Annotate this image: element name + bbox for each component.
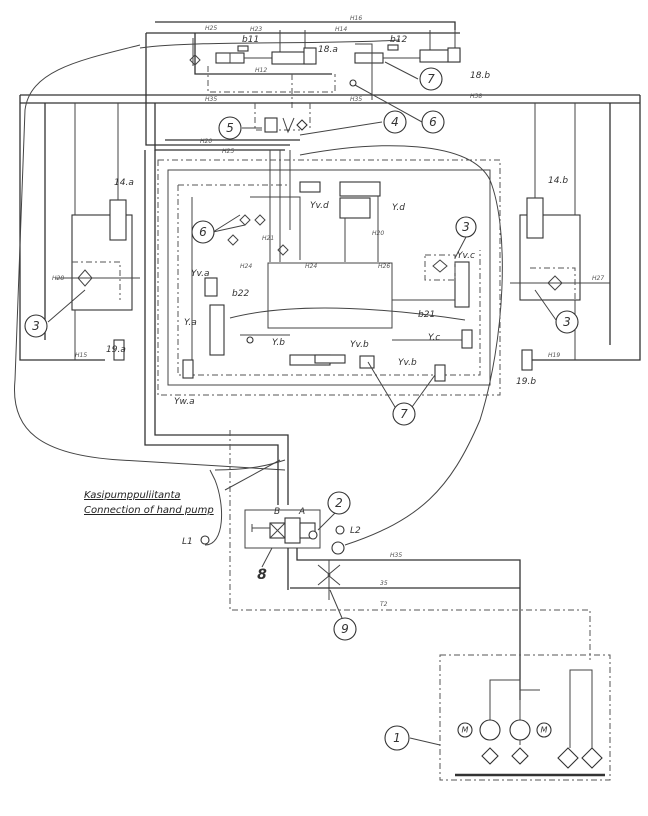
callout-2: 2 <box>327 491 351 515</box>
svg-text:M: M <box>462 726 469 735</box>
control-line-right-loop <box>299 145 503 546</box>
callout-7-top: 7 <box>419 67 443 91</box>
callout-8: 8 <box>257 567 267 583</box>
svg-text:H35: H35 <box>390 552 402 559</box>
svg-text:2: 2 <box>335 496 343 510</box>
svg-text:H20: H20 <box>372 230 384 237</box>
pressure-gauge <box>331 541 345 555</box>
svg-text:H27: H27 <box>592 275 604 282</box>
cylinder-14a-group <box>55 103 140 361</box>
svg-text:Y.a: Y.a <box>184 318 197 328</box>
svg-text:H35: H35 <box>205 96 217 103</box>
svg-text:Yv.d: Yv.d <box>310 201 329 211</box>
svg-text:H35: H35 <box>350 96 362 103</box>
svg-text:H19: H19 <box>548 352 560 359</box>
restrictor-9 <box>317 560 341 600</box>
svg-text:H38: H38 <box>470 93 482 100</box>
svg-text:b12: b12 <box>390 35 407 45</box>
svg-text:7: 7 <box>427 72 435 86</box>
hand-pump-note-en: Connection of hand pump <box>84 505 214 516</box>
callout-9: 9 <box>333 617 357 641</box>
svg-text:5: 5 <box>226 121 234 135</box>
svg-text:1: 1 <box>393 731 401 745</box>
svg-text:6: 6 <box>429 115 437 129</box>
callout-1: 1 <box>384 725 410 751</box>
svg-text:H25: H25 <box>205 25 217 32</box>
svg-text:H12: H12 <box>255 67 267 74</box>
svg-text:Yv.a: Yv.a <box>191 269 209 279</box>
power-unit: M M <box>439 654 611 781</box>
svg-text:H26: H26 <box>378 263 390 270</box>
lamp-l1-icon <box>200 535 210 545</box>
svg-text:H14: H14 <box>335 26 347 33</box>
svg-text:7: 7 <box>400 407 408 421</box>
svg-text:6: 6 <box>199 225 207 239</box>
svg-text:18.a: 18.a <box>318 45 338 55</box>
svg-text:H28: H28 <box>52 275 64 282</box>
svg-text:3: 3 <box>462 220 470 234</box>
callout-3-center: 3 <box>455 216 477 238</box>
svg-text:H20: H20 <box>200 138 212 145</box>
svg-text:Yv.c: Yv.c <box>457 251 475 261</box>
component-labels: 18.a 18.b 14.a 14.b 19.a 19.b b11 b12 b2… <box>106 35 568 547</box>
svg-text:L2: L2 <box>350 526 361 536</box>
svg-text:19.b: 19.b <box>516 377 536 387</box>
svg-text:Y.d: Y.d <box>392 203 405 213</box>
main-line-h35 <box>20 94 640 104</box>
svg-text:35: 35 <box>380 580 388 587</box>
svg-text:Y.c: Y.c <box>428 333 440 343</box>
callout-3-right: 3 <box>555 310 579 334</box>
svg-text:H15: H15 <box>75 352 87 359</box>
control-line-left-loop <box>13 44 286 471</box>
valve-18b <box>354 52 384 64</box>
svg-text:Y.b: Y.b <box>272 338 285 348</box>
svg-text:A: A <box>298 507 305 517</box>
svg-text:3: 3 <box>32 319 40 333</box>
svg-text:Yw.a: Yw.a <box>174 397 195 407</box>
svg-text:b11: b11 <box>242 35 259 45</box>
callout-7-center: 7 <box>392 402 416 426</box>
svg-text:19.a: 19.a <box>106 345 126 355</box>
svg-text:14.a: 14.a <box>114 178 134 188</box>
svg-text:b22: b22 <box>232 289 249 299</box>
svg-text:H24: H24 <box>305 263 317 270</box>
central-circuit <box>157 150 501 396</box>
svg-text:H21: H21 <box>262 235 274 242</box>
svg-text:9: 9 <box>341 622 349 636</box>
svg-text:Yv.b: Yv.b <box>350 340 369 350</box>
svg-text:14.b: 14.b <box>548 176 568 186</box>
hand-pump-note-fi: Kasipumppuliitanta <box>84 490 181 501</box>
callout-3-left: 3 <box>24 314 48 338</box>
callout-6-center: 6 <box>191 220 215 244</box>
pipe-labels: H16 H25 H23 H14 H12 H35 H35 H20 H25 H24 … <box>52 15 604 608</box>
callout-6-top: 6 <box>421 110 445 134</box>
top-circuit <box>139 21 461 146</box>
cylinder-14b-group <box>510 103 610 371</box>
callout-5: 5 <box>218 116 242 140</box>
svg-text:18.b: 18.b <box>470 71 490 81</box>
svg-text:3: 3 <box>563 315 571 329</box>
svg-text:b21: b21 <box>418 310 435 320</box>
svg-text:T2: T2 <box>380 601 388 608</box>
svg-text:M: M <box>541 726 548 735</box>
svg-text:4: 4 <box>391 115 399 129</box>
svg-text:H24: H24 <box>240 263 252 270</box>
callout-4: 4 <box>383 110 407 134</box>
svg-text:Yv.b: Yv.b <box>398 358 417 368</box>
svg-text:H16: H16 <box>350 15 362 22</box>
valve-labels: Yv.a Y.a Y.b Yv.b Yv.b Y.c Yv.c Yv.d Y.d… <box>174 201 475 407</box>
leader-lines <box>47 61 557 531</box>
svg-text:H23: H23 <box>250 26 262 33</box>
trunk-lines <box>144 150 289 505</box>
valve-8 <box>244 509 521 700</box>
callouts: 1 2 3 3 3 4 5 6 6 7 7 8 9 <box>24 67 579 751</box>
svg-text:L1: L1 <box>182 537 193 547</box>
svg-text:B: B <box>274 507 280 517</box>
valve-group-4-5 <box>154 103 311 151</box>
lamp-l2-icon <box>335 525 345 535</box>
svg-text:H25: H25 <box>222 148 234 155</box>
